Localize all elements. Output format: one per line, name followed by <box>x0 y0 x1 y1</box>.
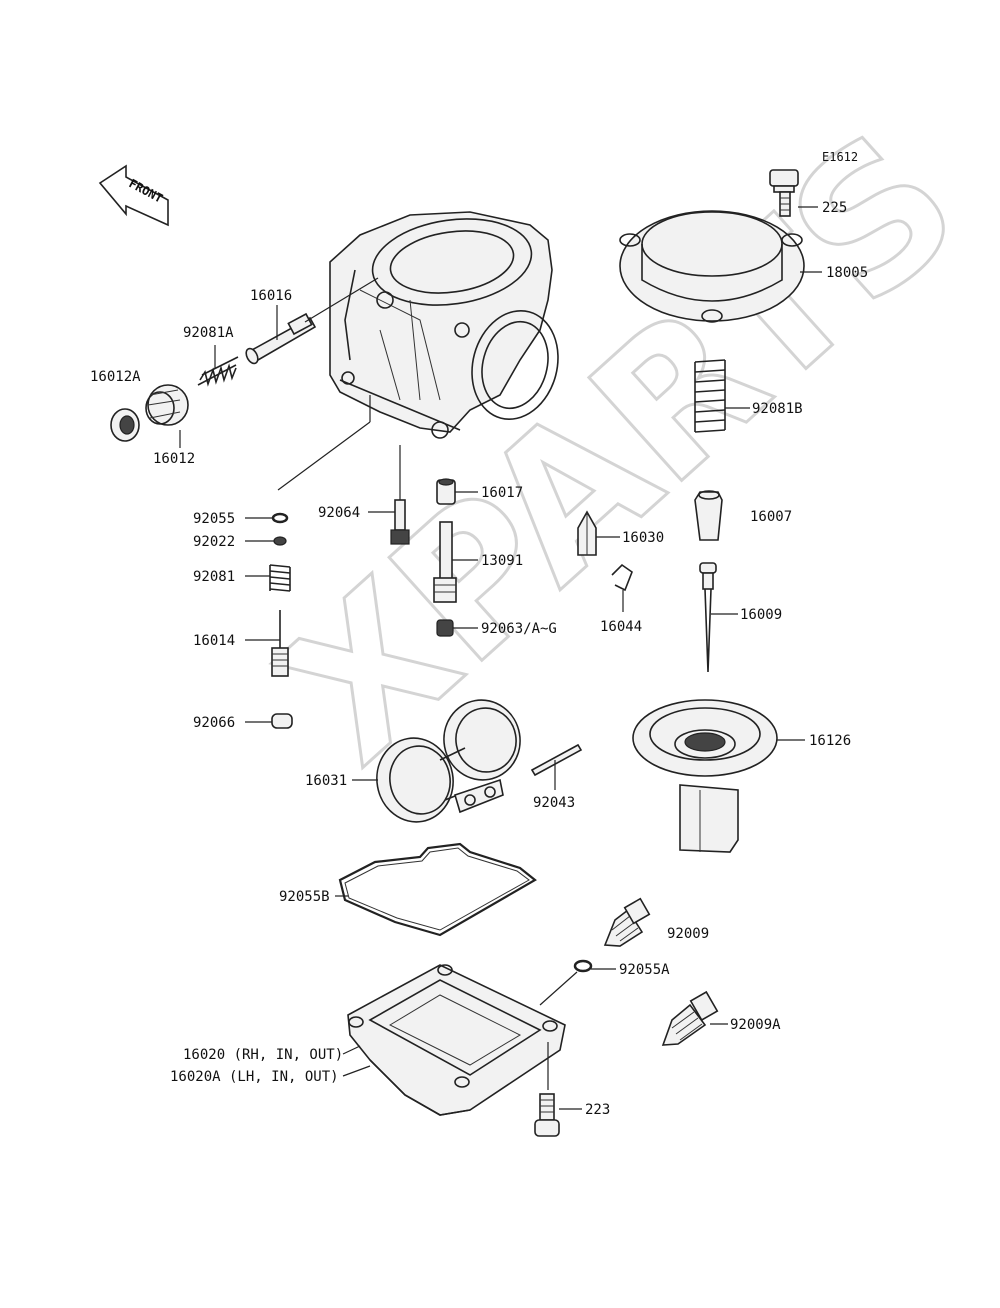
plug-16012-drawing <box>145 384 189 426</box>
o-ring-92055-icon <box>271 512 289 524</box>
pin-92043-icon <box>530 743 583 777</box>
needle-16014-drawing <box>271 610 289 677</box>
holder-16007-drawing <box>694 490 723 541</box>
front-arrow-icon: FRONT <box>98 164 169 227</box>
part-label: 92081A <box>183 325 234 341</box>
cap-16012a-drawing <box>110 408 140 442</box>
part-label: 92055 <box>193 511 235 527</box>
holder-16017-drawing <box>436 478 456 505</box>
part-label: 16031 <box>305 773 347 789</box>
part-label: 92009A <box>730 1017 781 1033</box>
pilot-screw-16016-drawing <box>245 312 317 365</box>
part-label: 16044 <box>600 619 642 635</box>
part-label: 223 <box>585 1102 610 1118</box>
screw-225-drawing <box>769 169 799 217</box>
part-label: 16020 (RH, IN, OUT) <box>183 1047 343 1063</box>
diagram-code: E1612 <box>822 150 858 164</box>
watermark: XPARTS <box>241 89 1000 805</box>
part-label: 92064 <box>318 505 360 521</box>
part-label: 92022 <box>193 534 235 550</box>
o-ring-92055a-icon <box>573 959 593 973</box>
part-label: 16007 <box>750 509 792 525</box>
float-bowl-16020-drawing <box>347 964 566 1116</box>
gasket-92055b-icon <box>338 842 537 937</box>
screw-92009-drawing <box>603 897 651 947</box>
jet-needle-16009-drawing <box>699 562 717 673</box>
part-label: 16126 <box>809 733 851 749</box>
label-layer: 225 18005 16016 92081A 16012A 16012 9208… <box>90 200 868 1118</box>
part-label: 92043 <box>533 795 575 811</box>
part-label: 92055B <box>279 889 330 905</box>
part-label: 92055A <box>619 962 670 978</box>
screw-223-drawing <box>534 1093 560 1137</box>
front-arrow-label: FRONT <box>127 176 165 205</box>
main-jet-92063-drawing <box>436 619 454 637</box>
part-label: 13091 <box>481 553 523 569</box>
part-label: 92081 <box>193 569 235 585</box>
screw-92009a-drawing <box>661 990 719 1046</box>
throttle-valve-16031-drawing <box>376 699 521 823</box>
part-label: 92009 <box>667 926 709 942</box>
part-label: 92066 <box>193 715 235 731</box>
part-label: 92063/A~G <box>481 621 557 637</box>
spring-92081-drawing <box>269 564 291 592</box>
jet-92064-drawing <box>390 499 410 545</box>
top-cover-18005-drawing <box>619 210 805 323</box>
watermark-text: XPARTS <box>242 91 999 804</box>
part-label: 16014 <box>193 633 235 649</box>
needle-jet-13091-drawing <box>433 521 457 603</box>
washer-92022-icon <box>273 536 287 546</box>
part-label: 225 <box>822 200 847 216</box>
part-label: 92081B <box>752 401 803 417</box>
part-label: 16030 <box>622 530 664 546</box>
clip-16044-icon <box>611 563 633 592</box>
spring-92081a-drawing <box>197 356 239 387</box>
part-label: 16012 <box>153 451 195 467</box>
diaphragm-16126-drawing <box>632 699 778 853</box>
part-label: 16009 <box>740 607 782 623</box>
part-label: 16017 <box>481 485 523 501</box>
part-label: 16016 <box>250 288 292 304</box>
part-label: 16020A (LH, IN, OUT) <box>170 1069 339 1085</box>
spring-92081b-drawing <box>694 359 726 433</box>
plug-92066-icon <box>271 713 293 729</box>
carburetor-body-drawing <box>329 211 559 439</box>
part-label: 16012A <box>90 369 141 385</box>
float-valve-16030-drawing <box>577 510 597 556</box>
part-label: 18005 <box>826 265 868 281</box>
